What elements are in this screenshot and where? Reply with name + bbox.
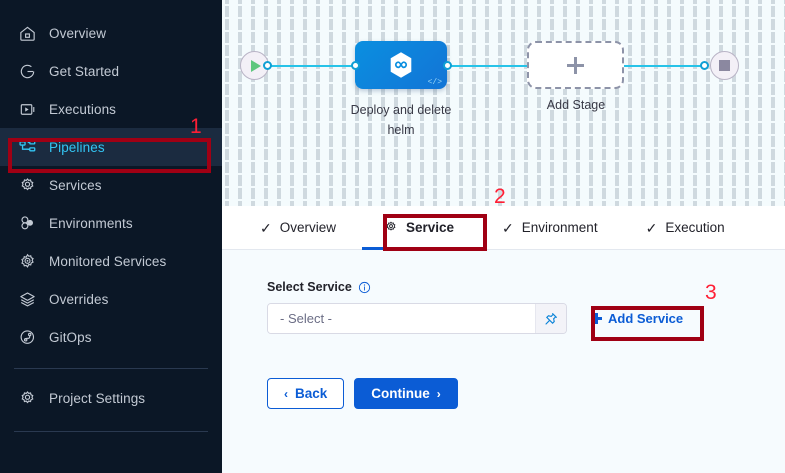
chevron-right-icon: › xyxy=(436,386,441,401)
end-node[interactable] xyxy=(710,51,739,80)
add-service-label: Add Service xyxy=(608,311,684,326)
play-icon xyxy=(251,59,261,72)
get-started-icon xyxy=(18,62,37,81)
code-badge-icon: </> xyxy=(427,78,442,87)
stop-icon xyxy=(719,60,730,71)
select-service-input[interactable]: - Select - xyxy=(268,304,535,333)
home-icon xyxy=(18,24,37,43)
sidebar-item-services[interactable]: Services xyxy=(0,166,222,204)
sidebar: Overview Get Started xyxy=(0,0,222,473)
sidebar-item-monitored-services[interactable]: Monitored Services xyxy=(0,242,222,280)
sidebar-item-label: Environments xyxy=(49,215,133,231)
end-connector-dot[interactable] xyxy=(700,61,709,70)
pipeline-canvas[interactable]: </> Deploy and delete helm Add Stage xyxy=(222,0,785,206)
tab-overview[interactable]: ✓ Overview xyxy=(236,206,360,249)
sidebar-item-label: Overview xyxy=(49,25,107,41)
sidebar-item-label: Pipelines xyxy=(49,139,105,155)
gitops-icon xyxy=(18,328,37,347)
sidebar-nav-list: Overview Get Started xyxy=(0,14,222,442)
executions-icon xyxy=(18,100,37,119)
add-stage-node[interactable] xyxy=(527,41,624,89)
layers-icon xyxy=(18,290,37,309)
sidebar-item-gitops[interactable]: GitOps xyxy=(0,318,222,356)
back-button[interactable]: ‹ Back xyxy=(267,378,345,409)
wire-addstage-to-end xyxy=(622,65,704,67)
page-title: Select Service xyxy=(267,280,352,294)
sidebar-item-pipelines[interactable]: Pipelines xyxy=(0,128,222,166)
continue-button[interactable]: Continue › xyxy=(354,378,458,409)
sidebar-divider xyxy=(14,368,208,369)
tab-service[interactable]: Service xyxy=(360,206,478,250)
sidebar-item-label: Monitored Services xyxy=(49,253,167,269)
tab-environment[interactable]: ✓ Environment xyxy=(478,206,622,249)
sidebar-item-overview[interactable]: Overview xyxy=(0,14,222,52)
helm-hexagon-icon xyxy=(388,51,414,80)
info-icon[interactable] xyxy=(358,281,371,294)
wire-stage-to-addstage xyxy=(444,65,532,67)
tab-execution[interactable]: ✓ Execution xyxy=(622,206,749,249)
sidebar-item-project-settings[interactable]: Project Settings xyxy=(0,379,222,417)
sidebar-item-executions[interactable]: Executions xyxy=(0,90,222,128)
add-service-button[interactable]: Add Service xyxy=(588,303,686,334)
plus-icon xyxy=(567,56,584,74)
back-label: Back xyxy=(295,386,328,401)
sidebar-item-environments[interactable]: Environments xyxy=(0,204,222,242)
sidebar-item-label: Get Started xyxy=(49,63,120,79)
sidebar-item-label: Project Settings xyxy=(49,390,146,406)
tab-label: Overview xyxy=(279,220,336,235)
select-service-control[interactable]: - Select - xyxy=(267,303,567,334)
sidebar-item-label: Services xyxy=(49,177,102,193)
check-icon: ✓ xyxy=(502,219,514,236)
form-button-row: ‹ Back Continue › xyxy=(267,378,785,409)
main-area: </> Deploy and delete helm Add Stage ✓ O xyxy=(222,0,785,473)
gear-icon xyxy=(18,176,37,195)
environments-icon xyxy=(18,214,37,233)
service-form: Select Service - Select - xyxy=(222,250,785,473)
sidebar-item-label: Overrides xyxy=(49,291,109,307)
wire-start-to-stage xyxy=(266,65,363,67)
check-icon: ✓ xyxy=(260,219,272,236)
check-icon: ✓ xyxy=(645,219,658,236)
select-service-label-row: Select Service xyxy=(267,280,785,294)
stage-tab-bar: ✓ Overview Service ✓ Environment ✓ Execu… xyxy=(222,206,785,250)
chevron-left-icon: ‹ xyxy=(284,386,288,401)
monitored-gear-icon xyxy=(18,252,37,271)
tab-label: Environment xyxy=(521,220,598,235)
sidebar-divider-bottom xyxy=(14,431,208,432)
pipeline-stage-node[interactable]: </> xyxy=(355,41,447,89)
stage-output-dot[interactable] xyxy=(443,61,452,70)
start-connector-dot[interactable] xyxy=(263,61,272,70)
add-stage-label: Add Stage xyxy=(546,98,606,112)
pipeline-stage-label: Deploy and delete helm xyxy=(350,103,452,137)
gear-icon xyxy=(384,220,398,236)
gear-icon xyxy=(18,389,37,408)
pipeline-graph: </> Deploy and delete helm Add Stage xyxy=(222,0,785,206)
pin-icon[interactable] xyxy=(535,304,566,333)
sidebar-item-label: Executions xyxy=(49,101,117,117)
sidebar-item-overrides[interactable]: Overrides xyxy=(0,280,222,318)
pipelines-icon xyxy=(18,138,37,157)
stage-input-dot[interactable] xyxy=(351,61,360,70)
select-service-row: - Select - Add Service xyxy=(267,303,785,334)
tab-label: Execution xyxy=(665,220,725,235)
tab-label: Service xyxy=(406,220,455,235)
continue-label: Continue xyxy=(371,386,430,401)
sidebar-item-get-started[interactable]: Get Started xyxy=(0,52,222,90)
plus-icon xyxy=(591,313,602,324)
sidebar-item-label: GitOps xyxy=(49,329,92,345)
